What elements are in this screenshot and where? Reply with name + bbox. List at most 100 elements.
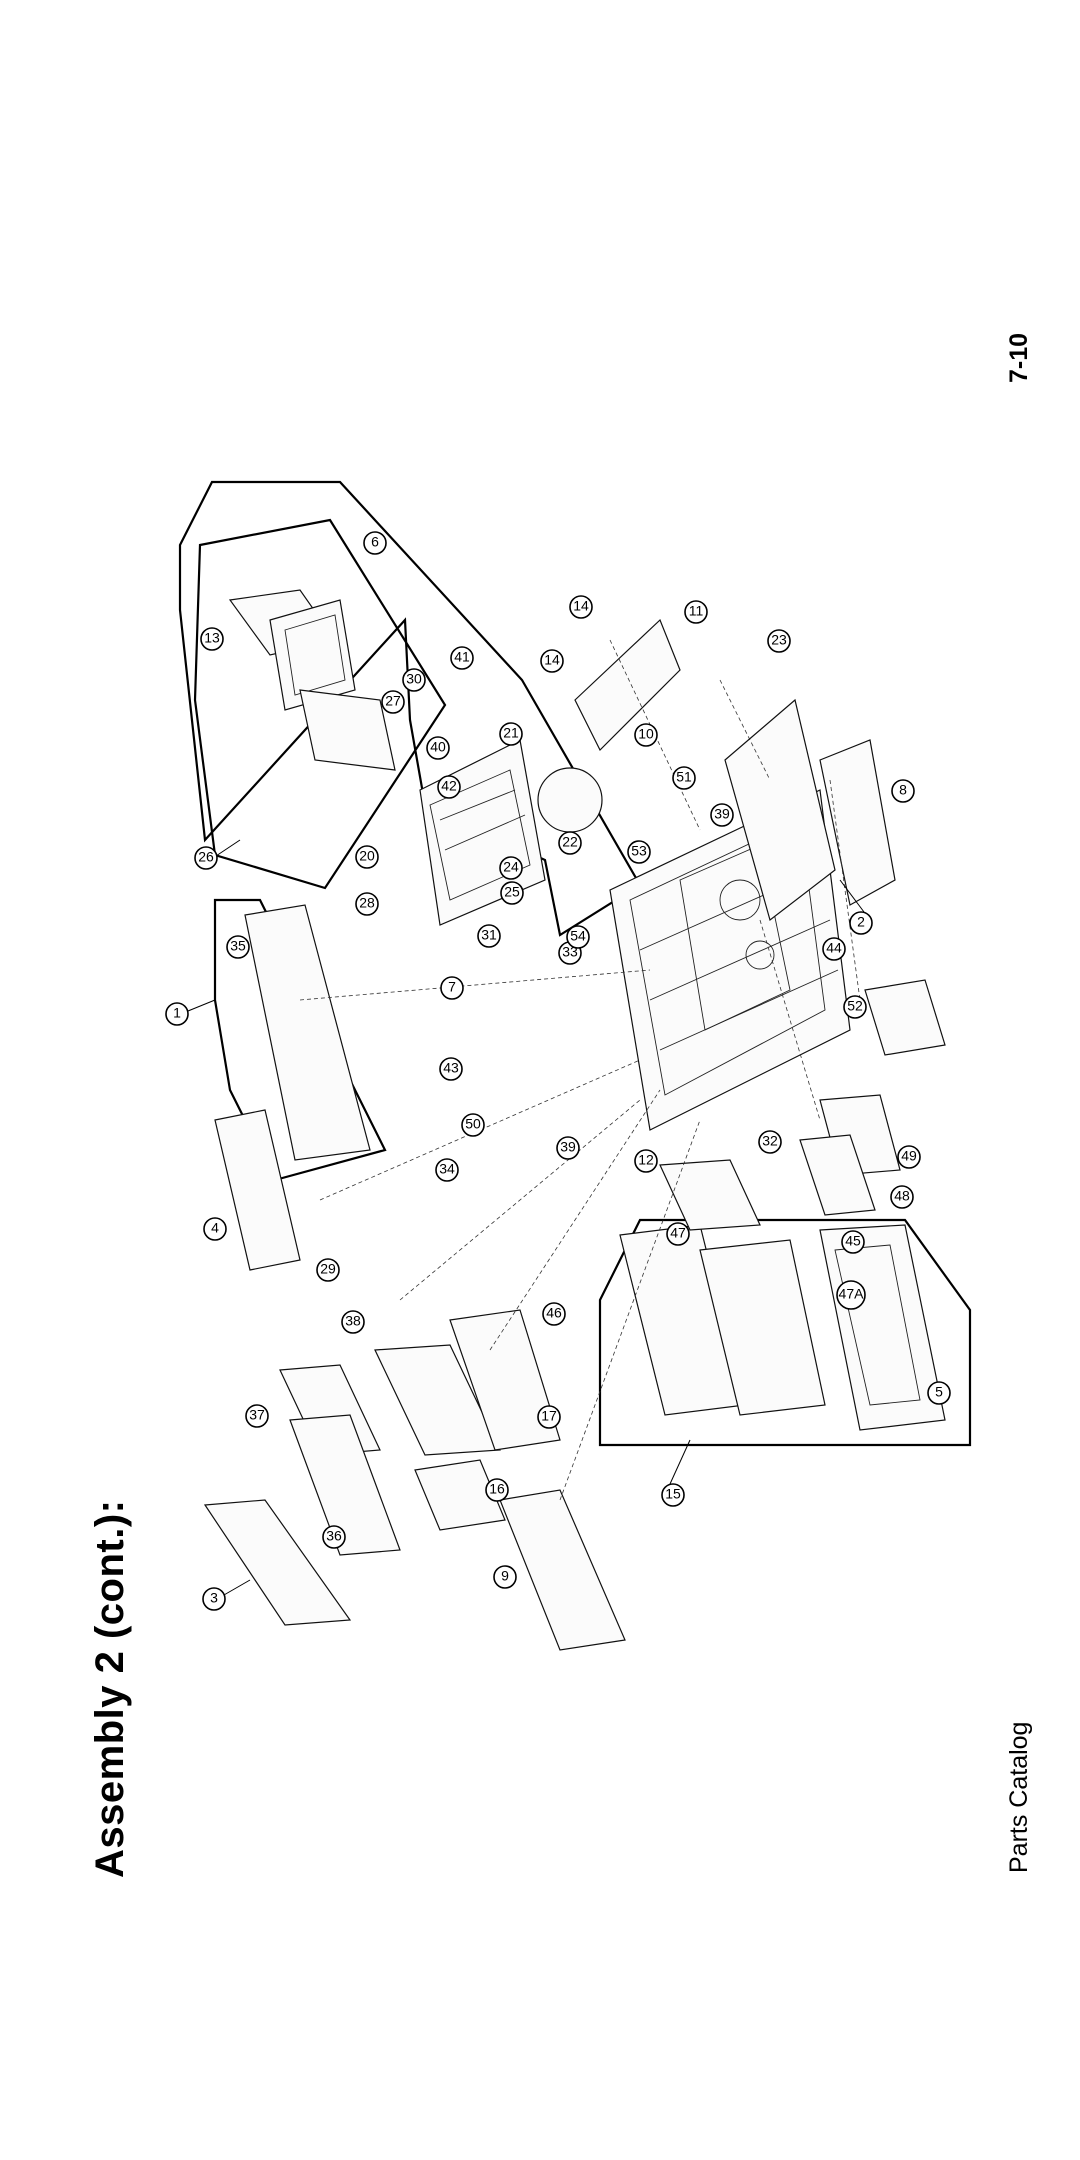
callout-6: 6 <box>363 531 387 555</box>
svg-text:28: 28 <box>359 895 375 911</box>
callout-25: 25 <box>500 881 524 905</box>
svg-text:12: 12 <box>638 1152 654 1168</box>
svg-text:14: 14 <box>544 652 560 668</box>
callout-32: 32 <box>758 1130 782 1154</box>
part-1-top-cover <box>244 904 371 1161</box>
callout-14a: 14 <box>569 595 593 619</box>
callout-50: 50 <box>461 1113 485 1137</box>
group-outline-26 <box>178 480 642 937</box>
svg-text:42: 42 <box>441 778 457 794</box>
svg-text:20: 20 <box>359 848 375 864</box>
part-36-plate <box>289 1414 401 1556</box>
callout-26: 26 <box>194 846 218 870</box>
svg-text:32: 32 <box>762 1133 778 1149</box>
svg-text:14: 14 <box>573 598 589 614</box>
callout-37: 37 <box>245 1404 269 1428</box>
callout-45: 45 <box>841 1230 865 1254</box>
part-8-rear-panel <box>819 739 896 906</box>
part-13-cover <box>228 589 356 711</box>
callout-17: 17 <box>537 1405 561 1429</box>
svg-text:30: 30 <box>406 671 422 687</box>
callout-42: 42 <box>437 775 461 799</box>
callout-40: 40 <box>426 736 450 760</box>
callout-44: 44 <box>822 937 846 961</box>
part-30-rail <box>299 689 396 771</box>
callout-23: 23 <box>767 629 791 653</box>
callout-22: 22 <box>558 831 582 855</box>
callout-53: 53 <box>627 840 651 864</box>
callout-38: 38 <box>341 1310 365 1334</box>
callout-48: 48 <box>890 1185 914 1209</box>
callout-27: 27 <box>381 690 405 714</box>
svg-text:46: 46 <box>546 1305 562 1321</box>
svg-text:26: 26 <box>198 849 214 865</box>
callout-36: 36 <box>322 1525 346 1549</box>
callout-8: 8 <box>891 779 915 803</box>
callout-14b: 14 <box>540 649 564 673</box>
svg-text:37: 37 <box>249 1407 265 1423</box>
svg-text:38: 38 <box>345 1313 361 1329</box>
svg-text:41: 41 <box>454 649 470 665</box>
svg-text:34: 34 <box>439 1161 455 1177</box>
svg-text:8: 8 <box>899 782 907 798</box>
callout-34: 34 <box>435 1158 459 1182</box>
svg-text:25: 25 <box>504 884 520 900</box>
svg-text:39: 39 <box>560 1139 576 1155</box>
callout-47: 47 <box>666 1222 690 1246</box>
svg-text:54: 54 <box>570 928 586 944</box>
callout-41: 41 <box>450 646 474 670</box>
svg-text:2: 2 <box>857 914 865 930</box>
callout-24: 24 <box>499 856 523 880</box>
callout-47a: 47A <box>836 1280 866 1310</box>
svg-text:5: 5 <box>935 1384 943 1400</box>
callout-12: 12 <box>634 1149 658 1173</box>
group-outline-6 <box>193 518 447 890</box>
part-38-frame <box>374 1344 501 1456</box>
part-3-panel <box>203 1499 352 1626</box>
callout-46: 46 <box>542 1302 566 1326</box>
part-17-board <box>449 1309 561 1451</box>
svg-text:50: 50 <box>465 1116 481 1132</box>
svg-text:47: 47 <box>670 1225 686 1241</box>
svg-text:45: 45 <box>845 1233 861 1249</box>
svg-text:52: 52 <box>847 998 863 1014</box>
svg-text:39: 39 <box>714 806 730 822</box>
svg-text:21: 21 <box>503 725 519 741</box>
svg-text:36: 36 <box>326 1528 342 1544</box>
part-22-housing <box>537 767 603 833</box>
svg-text:1: 1 <box>173 1005 181 1021</box>
part-48-guide <box>799 1134 876 1216</box>
callout-11: 11 <box>684 600 708 624</box>
svg-text:47A: 47A <box>839 1286 865 1302</box>
part-15-tray-assembly <box>619 1224 946 1431</box>
svg-text:11: 11 <box>689 603 704 619</box>
callout-10: 10 <box>634 723 658 747</box>
callout-31: 31 <box>477 924 501 948</box>
svg-text:7: 7 <box>448 979 456 995</box>
part-41-roller-assembly <box>419 739 546 926</box>
callout-39a: 39 <box>710 803 734 827</box>
callout-16: 16 <box>485 1478 509 1502</box>
part-16-board <box>414 1459 506 1531</box>
svg-text:51: 51 <box>676 769 692 785</box>
svg-text:48: 48 <box>894 1188 910 1204</box>
part-2-rear-cover <box>724 698 836 922</box>
group-outline-15 <box>598 1218 972 1447</box>
callout-28: 28 <box>355 892 379 916</box>
part-52-bracket <box>864 979 946 1056</box>
callout-7: 7 <box>440 976 464 1000</box>
callout-49: 49 <box>897 1145 921 1169</box>
svg-text:16: 16 <box>489 1481 505 1497</box>
callout-29: 29 <box>316 1258 340 1282</box>
svg-text:9: 9 <box>501 1568 509 1584</box>
svg-text:35: 35 <box>230 938 246 954</box>
svg-text:44: 44 <box>826 940 842 956</box>
svg-text:27: 27 <box>385 693 401 709</box>
callout-15: 15 <box>661 1483 685 1507</box>
svg-text:29: 29 <box>320 1261 336 1277</box>
callout-13: 13 <box>200 627 224 651</box>
callout-54: 54 <box>566 925 590 949</box>
callout-20: 20 <box>355 845 379 869</box>
svg-text:6: 6 <box>371 534 379 550</box>
